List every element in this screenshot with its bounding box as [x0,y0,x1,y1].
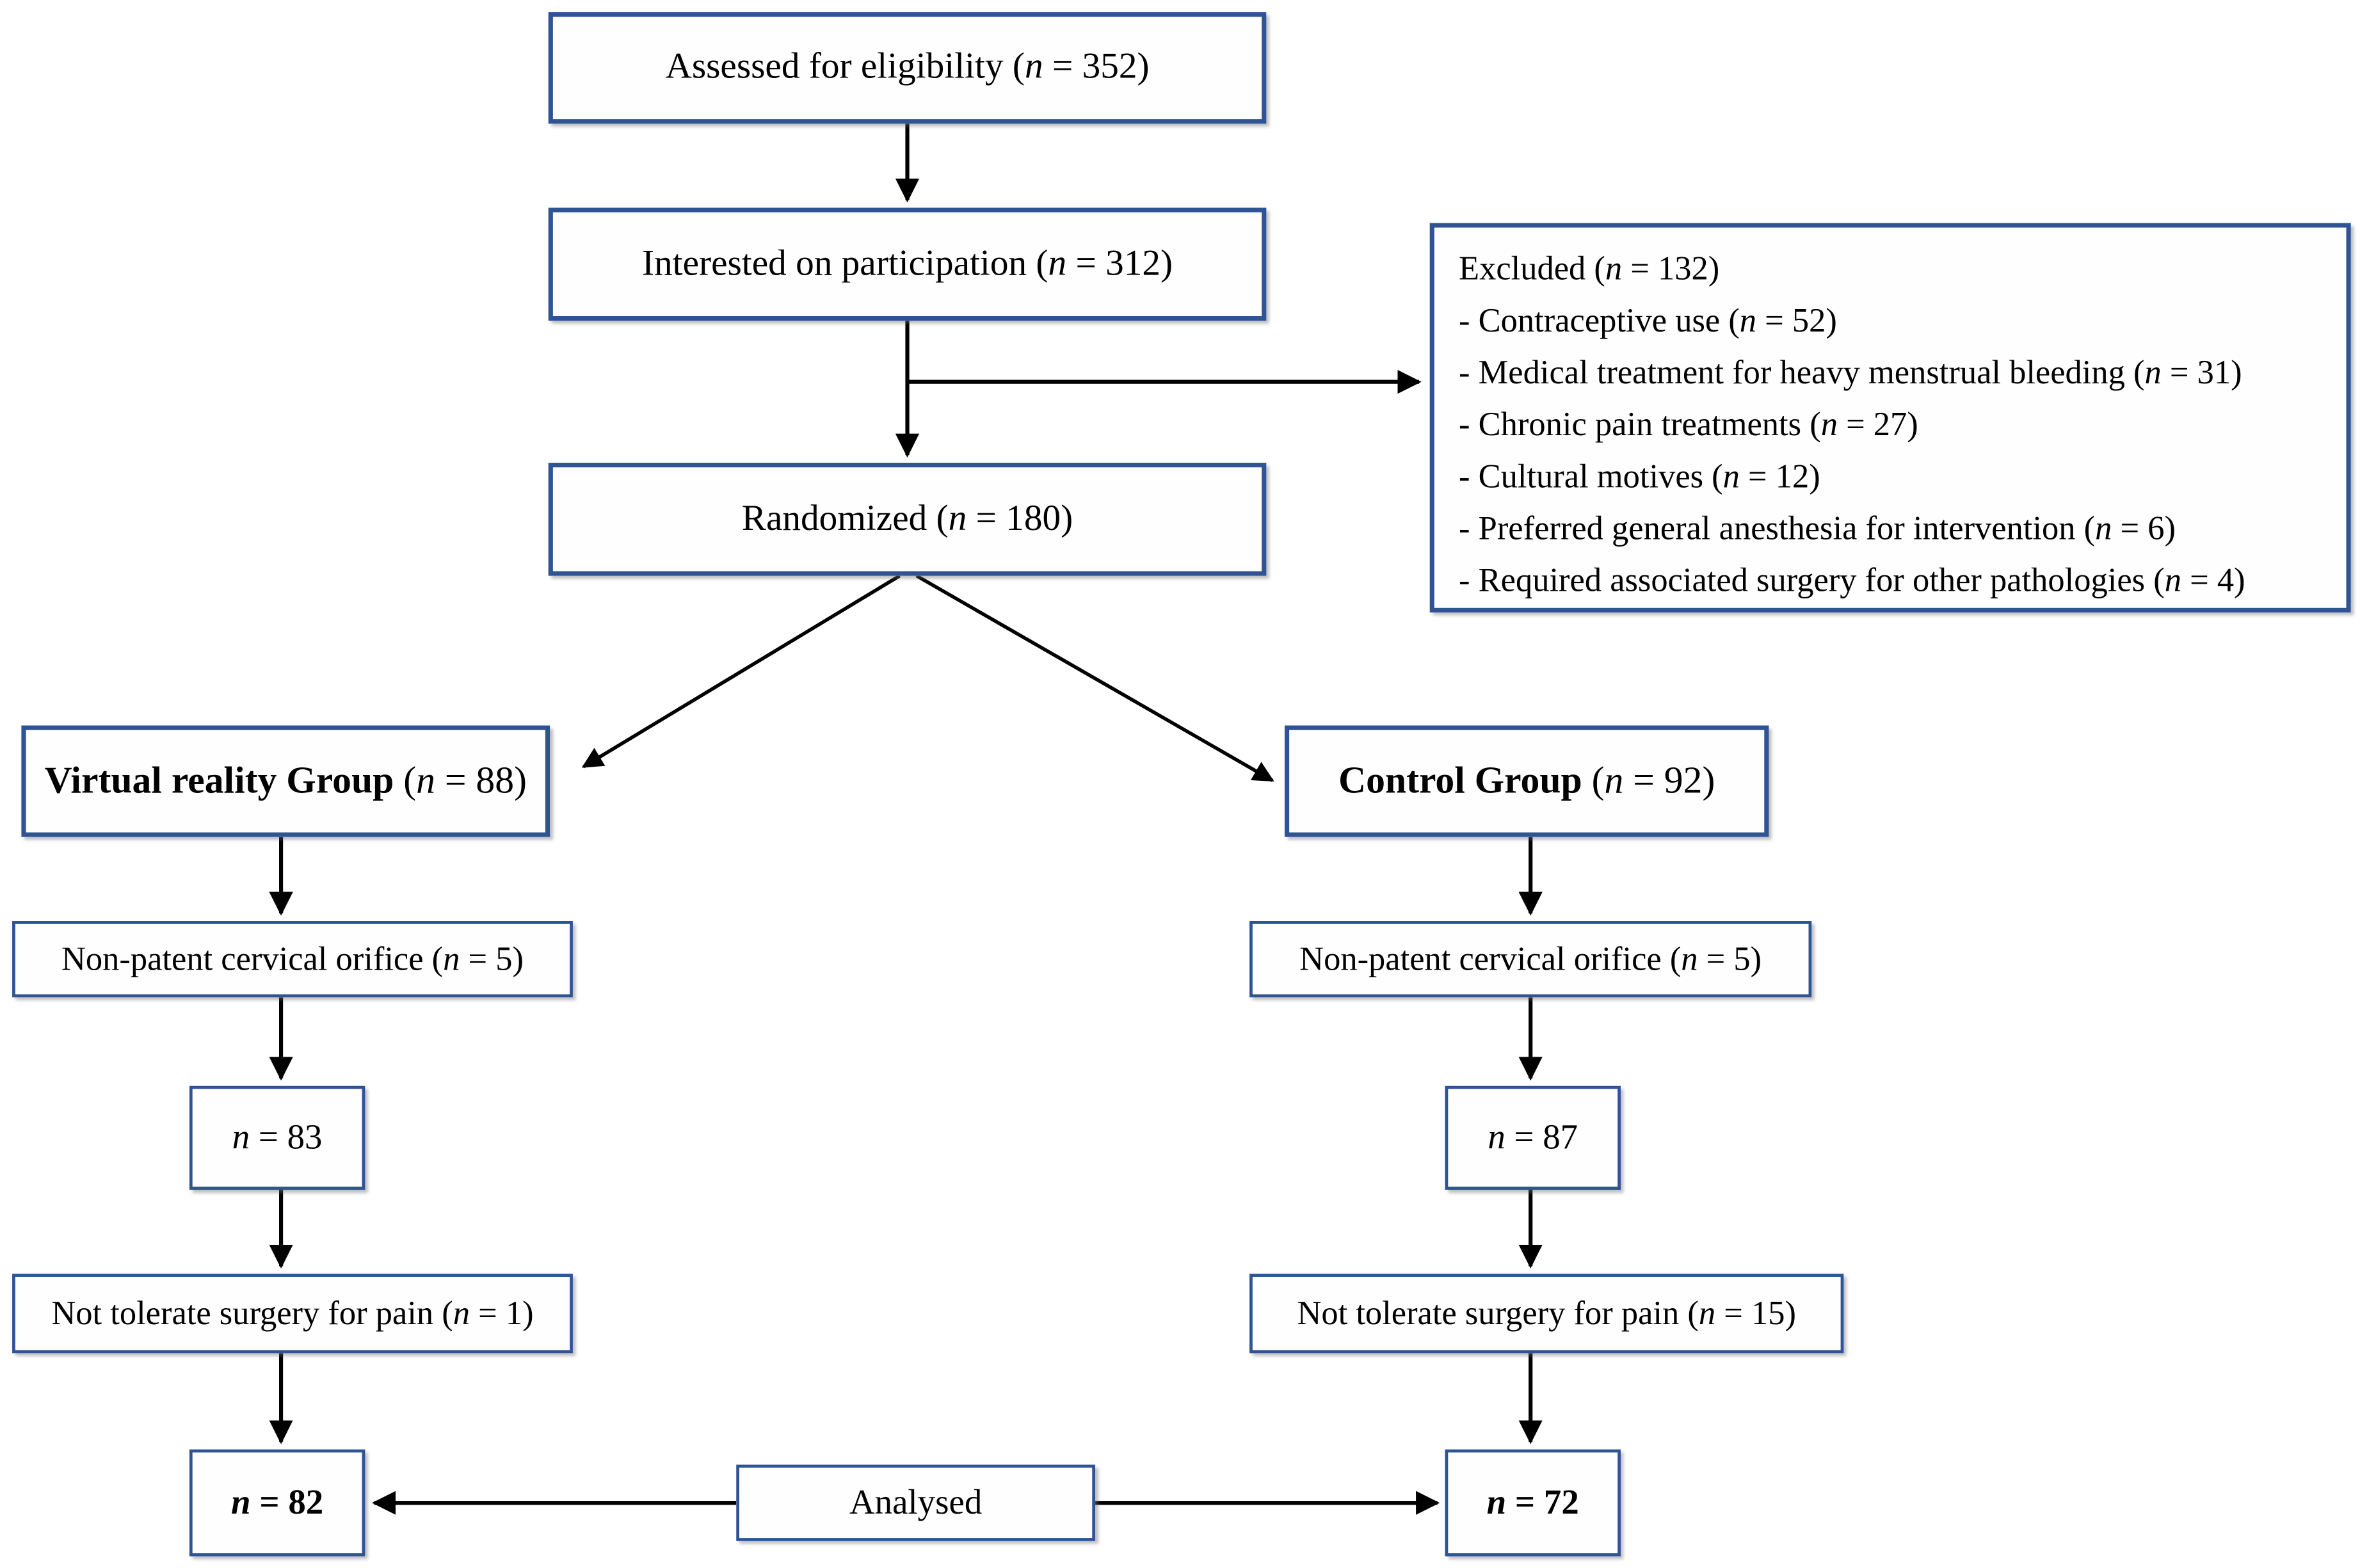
n-var: n [2095,508,2112,547]
label-post: = 92) [1623,760,1715,801]
label-post: = 1) [470,1293,534,1332]
label-pre: Assessed for eligibility ( [665,47,1025,88]
label-post: = 312) [1066,243,1173,284]
n-var: n [1698,1293,1716,1332]
label-post: = 88) [435,760,527,801]
label-pre: - Preferred general anesthesia for inter… [1459,508,2096,547]
label-pre: ( [394,760,417,801]
label-pre: Not tolerate surgery for pain ( [1297,1293,1699,1332]
n-var: n [416,760,435,801]
node-control-group: Control Group (n = 92) [1284,725,1769,837]
label-post: = 83 [250,1118,323,1156]
node-analysed: Analysed [736,1464,1096,1541]
node-control-n87: n = 87 [1445,1085,1621,1190]
node-vr-nonpatent: Non-patent cervical orifice (n = 5) [12,920,573,998]
label-post: = 15) [1715,1293,1796,1332]
node-label: Non-patent cervical orifice (n = 5) [1299,939,1762,979]
label-pre: Randomized ( [741,499,949,539]
label-post: = 87 [1505,1118,1578,1156]
n-var: n [1739,301,1757,339]
node-control-nonpatent: Non-patent cervical orifice (n = 5) [1249,920,1812,998]
label-pre: Interested on participation ( [641,243,1048,284]
n-var: n [1604,760,1624,801]
excluded-item: - Cultural motives (n = 12) [1459,451,2322,502]
node-label: Not tolerate surgery for pain (n = 15) [1297,1293,1795,1334]
node-label: Virtual reality Group (n = 88) [45,758,527,804]
excluded-item: - Contraceptive use (n = 52) [1459,295,2322,347]
label-post: = 352) [1043,47,1150,88]
n-var: n [1486,1483,1507,1522]
arrow-randomized-to-control-group [915,574,1274,782]
label-pre: Non-patent cervical orifice ( [61,939,444,977]
n-var: n [1025,47,1043,88]
excluded-item: - Medical treatment for heavy menstrual … [1459,347,2322,399]
group-name: Control Group [1338,760,1582,801]
node-vr-n83: n = 83 [189,1085,365,1190]
n-var: n [1605,248,1623,287]
node-vr-nottolerate: Not tolerate surgery for pain (n = 1) [12,1274,573,1354]
excluded-title: Excluded (n = 132) [1459,243,2322,294]
label-post: = 52) [1756,301,1837,339]
node-label: Non-patent cervical orifice (n = 5) [61,939,524,979]
label-post: = 6) [2112,508,2176,547]
label-pre: Excluded ( [1459,248,1605,287]
label-pre: Non-patent cervical orifice ( [1299,939,1682,977]
node-label: Not tolerate surgery for pain (n = 1) [51,1293,533,1334]
node-interested: Interested on participation (n = 312) [548,207,1267,321]
label-pre: - Contraceptive use ( [1459,301,1740,339]
node-label: Interested on participation (n = 312) [642,242,1173,286]
node-label: Analysed [849,1483,983,1522]
arrow-randomized-to-vr-group [581,574,901,769]
label-post: = 5) [1698,939,1762,977]
label-post: = 132) [1622,248,1720,287]
node-label: n = 82 [231,1482,323,1524]
n-var: n [1488,1118,1505,1156]
node-label: n = 83 [232,1117,323,1159]
group-name: Virtual reality Group [44,760,394,801]
label-post: = 82 [250,1483,324,1522]
n-var: n [2144,353,2162,391]
n-var: n [231,1483,251,1522]
label-pre: - Chronic pain treatments ( [1459,404,1821,444]
n-var: n [232,1118,250,1156]
n-var: n [1722,456,1740,495]
node-assessed: Assessed for eligibility (n = 352) [548,12,1267,124]
n-var: n [948,499,967,539]
label-pre: - Medical treatment for heavy menstrual … [1459,353,2145,391]
node-label: Control Group (n = 92) [1338,758,1715,804]
node-vr-n82: n = 82 [189,1449,365,1556]
label-post: = 4) [2181,560,2245,599]
label-post: = 180) [967,499,1073,539]
n-var: n [1681,939,1698,977]
label-pre: - Cultural motives ( [1459,456,1723,495]
label-post: = 72 [1506,1483,1579,1522]
n-var: n [1048,243,1067,284]
excluded-item: - Preferred general anesthesia for inter… [1459,502,2322,554]
label-post: = 12) [1739,456,1820,495]
n-var: n [2164,560,2181,599]
excluded-item: - Chronic pain treatments (n = 27) [1459,399,2322,451]
label-post: = 5) [460,939,524,977]
node-excluded: Excluded (n = 132) - Contraceptive use (… [1429,223,2351,612]
excluded-item: - Required associated surgery for other … [1459,554,2322,606]
label-post: = 31) [2161,353,2242,391]
label-pre: ( [1582,760,1605,801]
node-label: n = 72 [1487,1482,1579,1524]
node-label: Randomized (n = 180) [742,497,1073,541]
label-post: = 27) [1837,404,1918,444]
node-vr-group: Virtual reality Group (n = 88) [21,725,550,837]
n-var: n [443,939,460,977]
node-label: Assessed for eligibility (n = 352) [665,46,1149,90]
node-control-nottolerate: Not tolerate surgery for pain (n = 15) [1249,1274,1844,1354]
n-var: n [1820,404,1838,444]
n-var: n [453,1293,470,1332]
node-control-n72: n = 72 [1445,1449,1621,1556]
label-pre: - Required associated surgery for other … [1459,560,2165,599]
node-label: n = 87 [1488,1117,1578,1159]
node-randomized: Randomized (n = 180) [548,463,1267,576]
label-pre: Not tolerate surgery for pain ( [51,1293,453,1332]
